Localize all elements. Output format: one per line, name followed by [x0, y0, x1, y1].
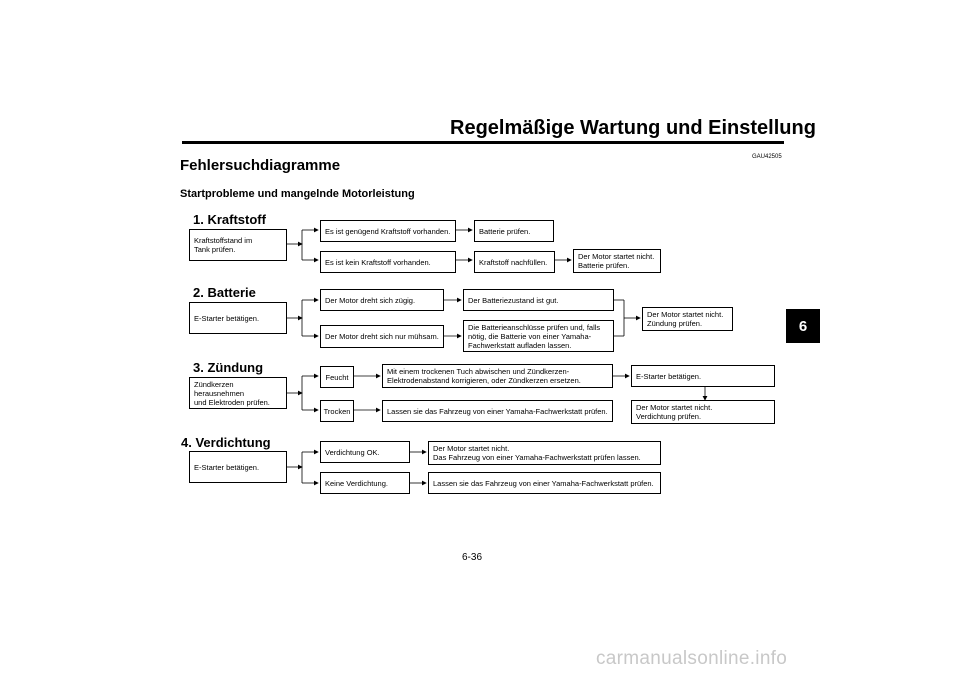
- section-heading: Fehlersuchdiagramme: [180, 157, 341, 174]
- step-title-kraftstoff: 1. Kraftstoff: [193, 212, 266, 227]
- chapter-tab[interactable]: 6: [786, 309, 820, 343]
- flow-box-no-start-check-compression: Der Motor startet nicht. Verdichtung prü…: [631, 400, 775, 424]
- watermark-text[interactable]: carmanualsonline.info: [596, 648, 788, 669]
- flow-box-press-starter: E-Starter betätigen.: [189, 302, 287, 334]
- flow-box-no-start-check-ignition: Der Motor startet nicht. Zündung prüfen.: [642, 307, 733, 331]
- flow-box-no-start-check-battery: Der Motor startet nicht. Batterie prüfen…: [573, 249, 661, 273]
- flow-box-press-starter-compression: E-Starter betätigen.: [189, 451, 287, 483]
- flow-box-compression-ok: Verdichtung OK.: [320, 441, 410, 463]
- flow-box-engine-slow: Der Motor dreht sich nur mühsam.: [320, 325, 444, 348]
- flow-box-dry-workshop: Lassen sie das Fahrzeug von einer Yamaha…: [382, 400, 613, 422]
- flow-box-clean-plugs: Mit einem trockenen Tuch abwischen und Z…: [382, 364, 613, 388]
- flow-box-fuel-sufficient: Es ist genügend Kraftstoff vorhanden.: [320, 220, 456, 242]
- document-code: GAU42505: [752, 154, 782, 160]
- flow-box-no-compression: Keine Verdichtung.: [320, 472, 410, 494]
- flow-box-engine-fast: Der Motor dreht sich zügig.: [320, 289, 444, 311]
- flow-box-remove-spark-plugs: Zündkerzen herausnehmen und Elektroden p…: [189, 377, 287, 409]
- step-title-verdichtung: 4. Verdichtung: [181, 435, 271, 450]
- flow-box-press-starter-again: E-Starter betätigen.: [631, 365, 775, 387]
- flow-box-dry: Trocken: [320, 400, 354, 422]
- section-subheading: Startprobleme und mangelnde Motorleistun…: [180, 188, 415, 200]
- flow-box-wet: Feucht: [320, 366, 354, 388]
- step-title-zuendung: 3. Zündung: [193, 360, 264, 375]
- title-rule: [182, 141, 784, 144]
- flow-box-check-battery-connections: Die Batterieanschlüsse prüfen und, falls…: [463, 320, 614, 352]
- flow-box-battery-good: Der Batteriezustand ist gut.: [463, 289, 614, 311]
- flow-box-fuel-empty: Es ist kein Kraftstoff vorhanden.: [320, 251, 456, 273]
- flow-box-check-battery: Batterie prüfen.: [474, 220, 554, 242]
- flow-box-no-compression-workshop: Lassen sie das Fahrzeug von einer Yamaha…: [428, 472, 661, 494]
- page-title: Regelmäßige Wartung und Einstellung: [450, 117, 816, 139]
- flow-box-compression-workshop: Der Motor startet nicht. Das Fahrzeug vo…: [428, 441, 661, 465]
- page-number: 6-36: [462, 552, 483, 563]
- flow-box-kraftstoff-check: Kraftstoffstand im Tank prüfen.: [189, 229, 287, 261]
- flow-box-refuel: Kraftstoff nachfüllen.: [474, 251, 555, 273]
- step-title-batterie: 2. Batterie: [193, 285, 256, 300]
